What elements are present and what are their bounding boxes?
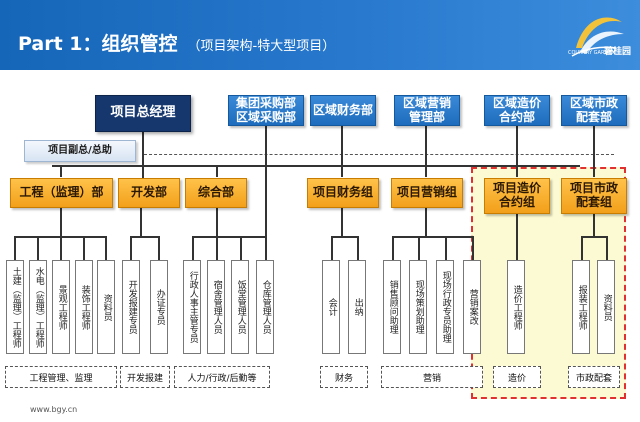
staff-box: 现场行政专员助理 bbox=[436, 260, 454, 354]
connector bbox=[240, 236, 242, 260]
connector bbox=[445, 236, 447, 260]
connector bbox=[265, 126, 267, 260]
connector bbox=[14, 236, 16, 260]
connector bbox=[52, 165, 580, 167]
staff-box: 营销案改 bbox=[463, 260, 481, 354]
connector bbox=[472, 236, 474, 260]
connector bbox=[216, 236, 218, 260]
connector bbox=[37, 236, 39, 260]
staff-box: 造价工程师 bbox=[507, 260, 525, 354]
staff-box: 现场策划助理 bbox=[409, 260, 427, 354]
connector bbox=[392, 236, 474, 238]
connector bbox=[593, 126, 595, 177]
connector bbox=[192, 236, 267, 238]
connector bbox=[593, 214, 595, 236]
staff-box: 景观工程师 bbox=[52, 260, 70, 354]
connector bbox=[331, 236, 333, 260]
marketing-group-box: 项目营销组 bbox=[391, 178, 463, 208]
group-label-cost: 造价 bbox=[493, 366, 541, 388]
connector bbox=[216, 208, 218, 236]
connector bbox=[418, 236, 420, 260]
connector bbox=[192, 236, 194, 260]
staff-box: 报装工程师 bbox=[572, 260, 590, 354]
connector bbox=[331, 236, 359, 238]
staff-box: 饭堂管理人员 bbox=[231, 260, 249, 354]
footer-url: www.bgy.cn bbox=[30, 405, 78, 414]
region-municipal-box: 区域市政 配套部 bbox=[561, 95, 627, 126]
header-bar: Part 1：组织管控（项目架构-特大型项目） 碧桂园 COUNTRY GARD… bbox=[0, 0, 640, 70]
connector bbox=[140, 208, 142, 236]
page-subtitle: （项目架构-特大型项目） bbox=[187, 39, 336, 54]
region-cost-box: 区域造价 合约部 bbox=[484, 95, 550, 126]
group-label-engineering: 工程管理、监理 bbox=[5, 366, 117, 388]
group-label-marketing: 营销 bbox=[381, 366, 483, 388]
group-label-municipal: 市政配套 bbox=[568, 366, 620, 388]
connector bbox=[606, 236, 608, 260]
staff-box: 办证专员 bbox=[150, 260, 168, 354]
logo-text: 碧桂园 bbox=[604, 47, 632, 57]
staff-box: 宿舍管理人员 bbox=[207, 260, 225, 354]
group-label-admin: 人力/行政/后勤等 bbox=[174, 366, 270, 388]
group-purchase-box: 集团采购部 区域采购部 bbox=[228, 95, 304, 126]
connector bbox=[142, 132, 144, 178]
staff-box: 开发报建专员 bbox=[122, 260, 140, 354]
connector bbox=[341, 208, 343, 236]
group-label-finance: 财务 bbox=[320, 366, 368, 388]
connector bbox=[357, 236, 359, 260]
connector bbox=[425, 126, 427, 177]
connector bbox=[425, 208, 427, 236]
region-marketing-box: 区域营销 管理部 bbox=[394, 95, 460, 126]
staff-box: 出纳 bbox=[348, 260, 366, 354]
logo-en-text: COUNTRY GARDEN bbox=[568, 50, 616, 56]
engineering-dept-box: 工程（监理）部 bbox=[10, 178, 113, 208]
development-dept-box: 开发部 bbox=[118, 178, 180, 208]
staff-box: 销售顾问助理 bbox=[383, 260, 401, 354]
cost-group-box: 项目造价 合约组 bbox=[484, 178, 550, 214]
group-label-development: 开发报建 bbox=[120, 366, 170, 388]
connector bbox=[60, 208, 62, 236]
connector bbox=[516, 214, 518, 260]
connector bbox=[216, 165, 218, 177]
finance-group-box: 项目财务组 bbox=[307, 178, 379, 208]
connector bbox=[60, 165, 62, 177]
connector bbox=[144, 154, 614, 155]
staff-box: 水电（监理）工程师 bbox=[29, 260, 47, 354]
connector bbox=[392, 236, 394, 260]
staff-box: 资料员 bbox=[97, 260, 115, 354]
connector bbox=[341, 126, 343, 177]
project-manager-box: 项目总经理 bbox=[95, 95, 191, 132]
connector bbox=[105, 236, 107, 260]
staff-box: 行政人事主管专员 bbox=[183, 260, 201, 354]
staff-box: 装饰工程师 bbox=[75, 260, 93, 354]
company-logo-icon bbox=[571, 17, 624, 57]
region-finance-box: 区域财务部 bbox=[310, 95, 376, 126]
connector bbox=[581, 236, 583, 260]
staff-box: 土建（监理）工程师 bbox=[6, 260, 24, 354]
municipal-group-box: 项目市政 配套组 bbox=[561, 178, 627, 214]
connector bbox=[83, 236, 85, 260]
page-title: Part 1：组织管控（项目架构-特大型项目） bbox=[18, 33, 336, 55]
staff-box: 资料员 bbox=[597, 260, 615, 354]
connector bbox=[158, 236, 160, 260]
connector bbox=[60, 236, 62, 260]
connector bbox=[516, 126, 518, 177]
connector bbox=[130, 236, 132, 260]
connector bbox=[130, 236, 160, 238]
connector bbox=[581, 236, 608, 238]
staff-box: 仓库管理人员 bbox=[256, 260, 274, 354]
general-dept-box: 综合部 bbox=[185, 178, 247, 208]
staff-box: 会计 bbox=[322, 260, 340, 354]
deputy-manager-box: 项目副总/总助 bbox=[24, 140, 136, 162]
